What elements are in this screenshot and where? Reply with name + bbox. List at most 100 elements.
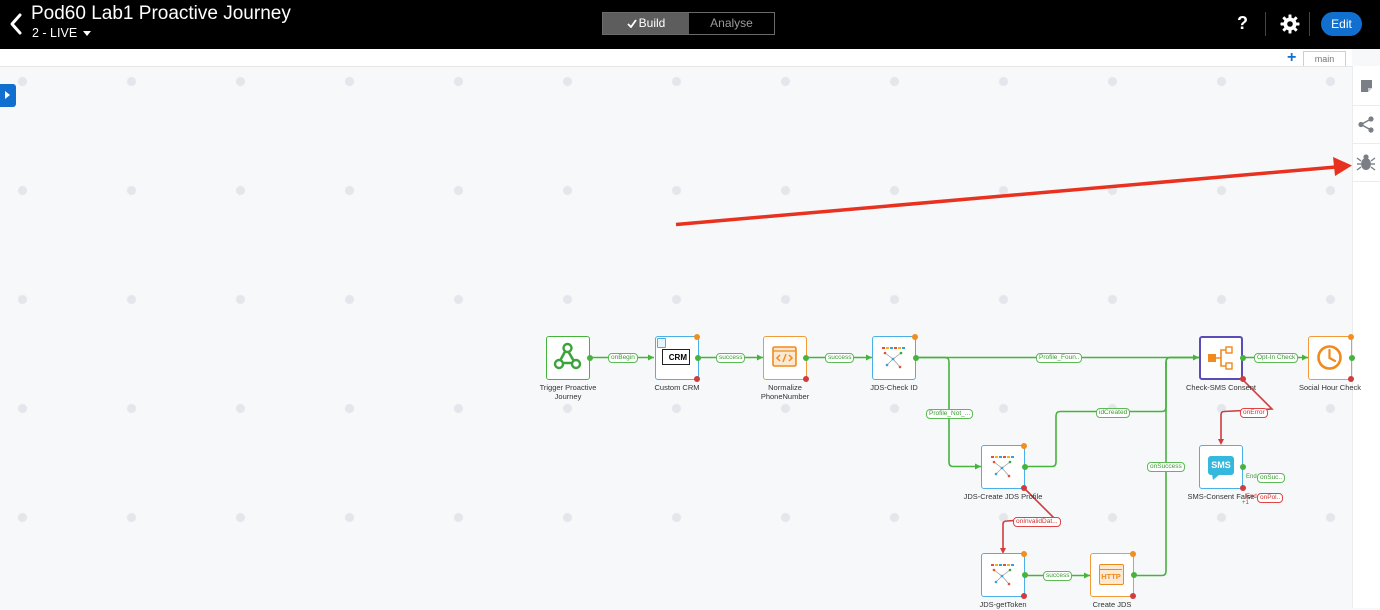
edge-label-id-created[interactable]: idCreated — [1096, 408, 1131, 418]
clock-icon — [1317, 345, 1342, 370]
check-icon — [627, 19, 637, 29]
node-label-get-token: JDS-getToken — [979, 600, 1027, 609]
output-port[interactable] — [912, 334, 918, 340]
http-icon-text: HTTP — [1101, 572, 1121, 581]
mode-toggle: Build Analyse — [602, 12, 775, 35]
error-port[interactable] — [694, 376, 700, 382]
node-normalize[interactable] — [763, 336, 807, 380]
code-icon — [772, 346, 797, 367]
error-port[interactable] — [1021, 593, 1027, 599]
edge-label-on-invalid-data[interactable]: onInvalidDat... — [1013, 517, 1061, 527]
help-button[interactable]: ? — [1237, 13, 1248, 33]
end-label: End — [1246, 474, 1257, 480]
build-mode-label: Build — [638, 16, 666, 30]
share-icon — [1358, 116, 1374, 133]
node-sms-consent-false[interactable]: SMS — [1199, 445, 1243, 489]
node-label-normalize: Normalize PhoneNumber — [760, 383, 810, 401]
flow-tab-strip — [0, 49, 1352, 67]
sms-tail-icon — [1212, 474, 1220, 480]
end-label: End — [1246, 494, 1257, 500]
error-port[interactable] — [1130, 593, 1136, 599]
error-port[interactable] — [1021, 485, 1027, 491]
end-edge-label[interactable]: onSuc.. — [1257, 473, 1286, 483]
node-label-check-id: JDS-Check ID — [870, 383, 918, 392]
edit-button[interactable]: Edit — [1321, 12, 1362, 36]
error-port[interactable] — [1240, 376, 1246, 382]
node-social-hour[interactable] — [1308, 336, 1352, 380]
output-port[interactable] — [1130, 551, 1136, 557]
sms-icon-text: SMS — [1211, 460, 1231, 470]
edge-on-invalid-data — [1002, 488, 1056, 550]
edge-label-opt-in-check[interactable]: Opt-In Check — [1254, 353, 1299, 363]
success-port[interactable] — [1349, 355, 1355, 361]
crm-icon: CRM — [662, 349, 690, 365]
condition-icon — [1208, 346, 1233, 370]
edge-label-on-success[interactable]: onSuccess — [1147, 462, 1185, 472]
node-custom-crm[interactable]: CRM — [655, 336, 699, 380]
back-icon[interactable] — [8, 12, 24, 36]
annotation-arrow — [675, 157, 1352, 227]
node-label-crm: Custom CRM — [654, 383, 700, 392]
edge-label-success[interactable]: success — [1043, 571, 1073, 581]
node-label-sms-false: SMS-Consent False — [1187, 492, 1255, 501]
success-port[interactable] — [803, 355, 809, 361]
end-edge-label[interactable]: onPol.. — [1257, 493, 1284, 503]
version-dropdown[interactable]: 2 - LIVE — [32, 26, 92, 40]
edge-label-success[interactable]: success — [716, 353, 746, 363]
node-get-token[interactable] — [981, 553, 1025, 597]
error-port[interactable] — [1240, 485, 1246, 491]
build-mode-button[interactable]: Build — [603, 13, 689, 34]
http-icon: HTTP — [1099, 564, 1124, 585]
output-port[interactable] — [1348, 334, 1354, 340]
edge-label-profile-not-found[interactable]: Profile_Not_... — [926, 409, 974, 419]
success-port[interactable] — [1131, 572, 1137, 578]
edge-label-on-error[interactable]: onError — [1240, 408, 1268, 418]
jds-icon — [991, 564, 1014, 586]
crm-icon-text: CRM — [668, 353, 687, 362]
expand-panel-icon[interactable] — [0, 84, 16, 107]
tab-main[interactable]: main — [1303, 51, 1346, 66]
node-create-profile[interactable] — [981, 445, 1025, 489]
success-port[interactable] — [587, 355, 593, 361]
node-label-check-sms: Check-SMS Consent — [1185, 383, 1257, 392]
success-port[interactable] — [1240, 355, 1246, 361]
crm-doc-icon — [657, 338, 666, 348]
notes-button[interactable] — [1352, 67, 1380, 106]
output-port[interactable] — [1021, 443, 1027, 449]
analyse-mode-button[interactable]: Analyse — [689, 13, 774, 34]
node-label-create-profile: JDS-Create JDS Profile — [963, 492, 1043, 501]
edge-label-profile-found[interactable]: Profile_Foun.. — [1036, 353, 1083, 363]
node-trigger[interactable] — [546, 336, 590, 380]
flow-title: Pod60 Lab1 Proactive Journey — [31, 3, 291, 24]
success-port[interactable] — [1022, 572, 1028, 578]
success-port[interactable] — [1022, 464, 1028, 470]
node-check-sms[interactable] — [1199, 336, 1243, 380]
output-port[interactable] — [694, 334, 700, 340]
success-port[interactable] — [695, 355, 701, 361]
divider — [1309, 12, 1310, 36]
divider — [1265, 12, 1266, 36]
gear-icon[interactable] — [1280, 14, 1300, 34]
output-port[interactable] — [1021, 551, 1027, 557]
caret-down-icon — [83, 31, 92, 37]
error-port[interactable] — [803, 376, 809, 382]
add-flow-button[interactable]: + — [1287, 49, 1297, 66]
top-bar: Pod60 Lab1 Proactive Journey 2 - LIVE Bu… — [0, 0, 1380, 49]
node-check-id[interactable] — [872, 336, 916, 380]
edge-label-onbegin[interactable]: onBegin — [608, 353, 638, 363]
version-label: 2 - LIVE — [32, 26, 78, 40]
debug-button[interactable] — [1352, 143, 1380, 182]
error-port[interactable] — [1348, 376, 1354, 382]
node-label-create-jds: Create JDS — [1092, 600, 1132, 609]
share-button[interactable] — [1352, 105, 1380, 144]
sms-icon: SMS — [1208, 456, 1234, 475]
edge-label-success[interactable]: success — [825, 353, 855, 363]
node-create-jds[interactable]: HTTP — [1090, 553, 1134, 597]
more-count: +1 — [1242, 500, 1249, 506]
success-port[interactable] — [913, 355, 919, 361]
jds-icon — [991, 456, 1014, 478]
note-icon — [1361, 80, 1372, 92]
edge-on-error — [1220, 379, 1274, 440]
node-label-social: Social Hour Check — [1298, 383, 1362, 392]
success-port[interactable] — [1240, 464, 1246, 470]
